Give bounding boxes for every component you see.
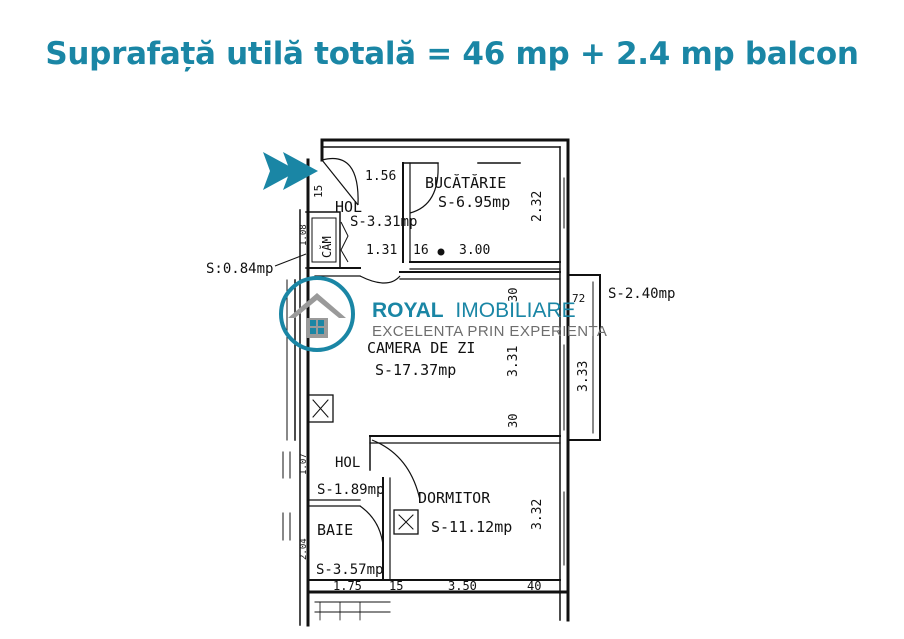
room-camera-de-zi-area: S-17.37mp: [375, 361, 456, 379]
room-baie-area: S-3.57mp: [316, 562, 383, 578]
room-camera-de-zi-name: CAMERA DE ZI: [367, 339, 475, 357]
room-hol-top-area: S-3.31mp: [350, 214, 417, 230]
room-hol-bottom-area: S-1.89mp: [317, 482, 384, 498]
dim-72: 72: [572, 292, 585, 305]
room-cam-area: S:0.84mp: [206, 261, 273, 277]
dim-1-75: 1.75: [333, 579, 362, 593]
dim-3-50: 3.50: [448, 579, 477, 593]
room-dormitor-area: S-11.12mp: [431, 518, 512, 536]
room-dormitor-name: DORMITOR: [418, 489, 491, 507]
room-cam-name: CĂM: [319, 236, 334, 258]
dim-40: 40: [527, 579, 541, 593]
walls: [282, 138, 601, 627]
dim-1-56: 1.56: [365, 169, 396, 184]
entrance-arrow-icon: [263, 152, 318, 190]
dimension-labels: 1.56 15 2.32 1.31 16 3.00 72 30 3.31 3.3…: [299, 169, 591, 593]
dim-15-left: 15: [312, 185, 325, 198]
dim-3-33: 3.33: [576, 361, 591, 392]
cam-leader-line: [274, 253, 307, 267]
room-labels: HOL S-3.31mp BUCĂTĂRIE S-6.95mp CĂM S:0.…: [206, 173, 675, 578]
room-hol-top-name: HOL: [335, 198, 362, 216]
balcon-area: S-2.40mp: [608, 286, 675, 302]
door-swings: [321, 158, 439, 546]
dim-30-top: 30: [506, 288, 520, 302]
dim-3-00: 3.00: [459, 243, 490, 258]
dim-3-32: 3.32: [530, 499, 545, 530]
watermark-tagline: EXCELENTA PRIN EXPERIENTA: [372, 323, 607, 340]
dim-2-04: 2.04: [299, 538, 309, 560]
room-baie-name: BAIE: [317, 521, 353, 539]
dim-30-mid: 30: [506, 414, 520, 428]
room-bucatarie-area: S-6.95mp: [438, 193, 510, 211]
dim-1-07: 1.07: [299, 453, 309, 475]
watermark-brand-light: IMOBILIARE: [455, 299, 575, 322]
dim-1-08: 1.08: [299, 224, 309, 246]
watermark-brand-bold: ROYAL: [372, 299, 444, 322]
page-title: Suprafață utilă totală = 46 mp + 2.4 mp …: [45, 36, 859, 72]
dim-2-32: 2.32: [530, 191, 545, 222]
dim-marker-dot: [437, 248, 445, 256]
svg-text:ROYAL IMOBILIARE: ROYAL IMOBILIARE: [372, 299, 576, 322]
house-logo-icon: [279, 276, 355, 352]
dim-1-31: 1.31: [366, 243, 397, 258]
room-hol-bottom-name: HOL: [335, 455, 360, 471]
dim-15-bottom: 15: [389, 579, 403, 593]
watermark: ROYAL IMOBILIARE EXCELENTA PRIN EXPERIEN…: [279, 276, 607, 352]
room-bucatarie-name: BUCĂTĂRIE: [425, 173, 506, 192]
dim-3-31: 3.31: [506, 346, 521, 377]
dim-16: 16: [413, 243, 429, 258]
